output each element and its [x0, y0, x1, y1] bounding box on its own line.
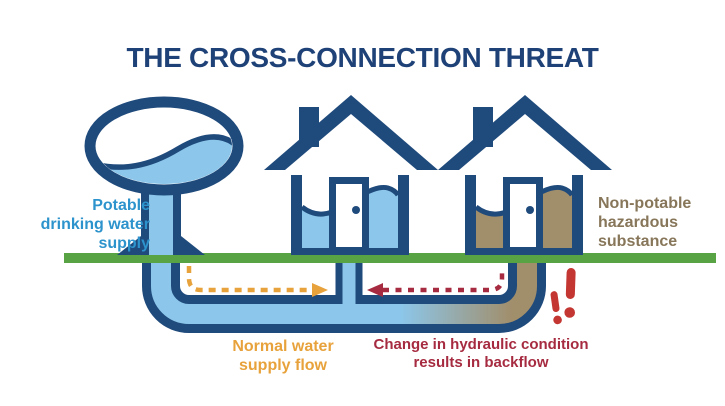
label-non-potable-substance: Non-potable hazardous substance: [598, 195, 692, 250]
water-tower-icon: [84, 96, 244, 255]
house-hazard-icon: [438, 95, 612, 255]
supply-pipe: [142, 256, 546, 333]
page-title: THE CROSS-CONNECTION THREAT: [126, 42, 599, 73]
label-potable-supply: Potable drinking water supply: [40, 197, 150, 252]
warning-exclamation-icon: [550, 268, 576, 325]
label-backflow: Change in hydraulic condition results in…: [373, 336, 589, 371]
ground-line: [64, 253, 716, 263]
label-normal-flow: Normal water supply flow: [232, 338, 334, 374]
backflow-arrow-icon: [367, 268, 505, 297]
normal-flow-arrow-icon: [186, 266, 328, 297]
house-potable-icon: [264, 95, 438, 255]
